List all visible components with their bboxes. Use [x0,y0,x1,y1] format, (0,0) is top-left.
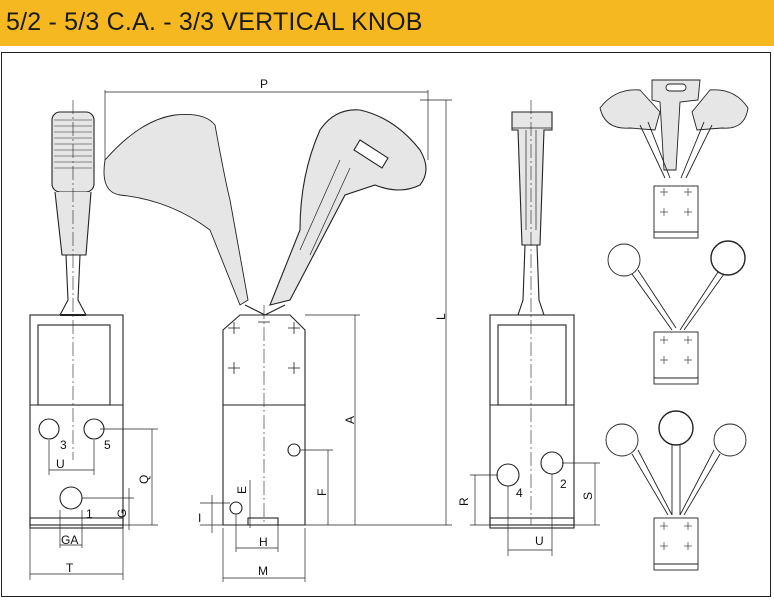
dim-l: L [434,313,448,320]
header-bar: 5/2 - 5/3 C.A. - 3/3 VERTICAL KNOB [0,0,774,46]
port-1-label: 1 [86,507,93,521]
right-view: 4 2 R S U [457,100,600,556]
thumb-ball-2pos [607,240,746,385]
dim-m: M [258,564,268,578]
thumb-ball-3pos [605,410,747,571]
dim-g: G [115,509,129,518]
dim-f: F [315,489,329,496]
dim-u-left: U [56,457,65,471]
page-title: 5/2 - 5/3 C.A. - 3/3 VERTICAL KNOB [6,8,423,36]
dim-r: R [457,497,471,506]
dim-ga: GA [61,533,78,547]
left-view: 3 5 1 U Q G GA T [29,100,158,580]
thumb-t-handle [599,79,749,239]
drawing-frame [1,52,771,597]
dim-u-right: U [535,534,544,548]
dim-q: Q [137,475,151,484]
port-4-label: 4 [516,486,523,500]
right-valve-body [489,314,575,526]
dim-t: T [66,561,74,575]
port-5-label: 5 [104,438,111,452]
dim-s: S [581,492,595,500]
port-2-label: 2 [560,477,567,491]
port-3-label: 3 [60,438,67,452]
dim-i: I [198,511,201,525]
center-view: P L A F E I H M [103,77,452,582]
dim-h: H [259,535,268,549]
dim-a: A [343,416,357,424]
dim-p: P [260,77,268,91]
dim-e: E [235,486,249,494]
